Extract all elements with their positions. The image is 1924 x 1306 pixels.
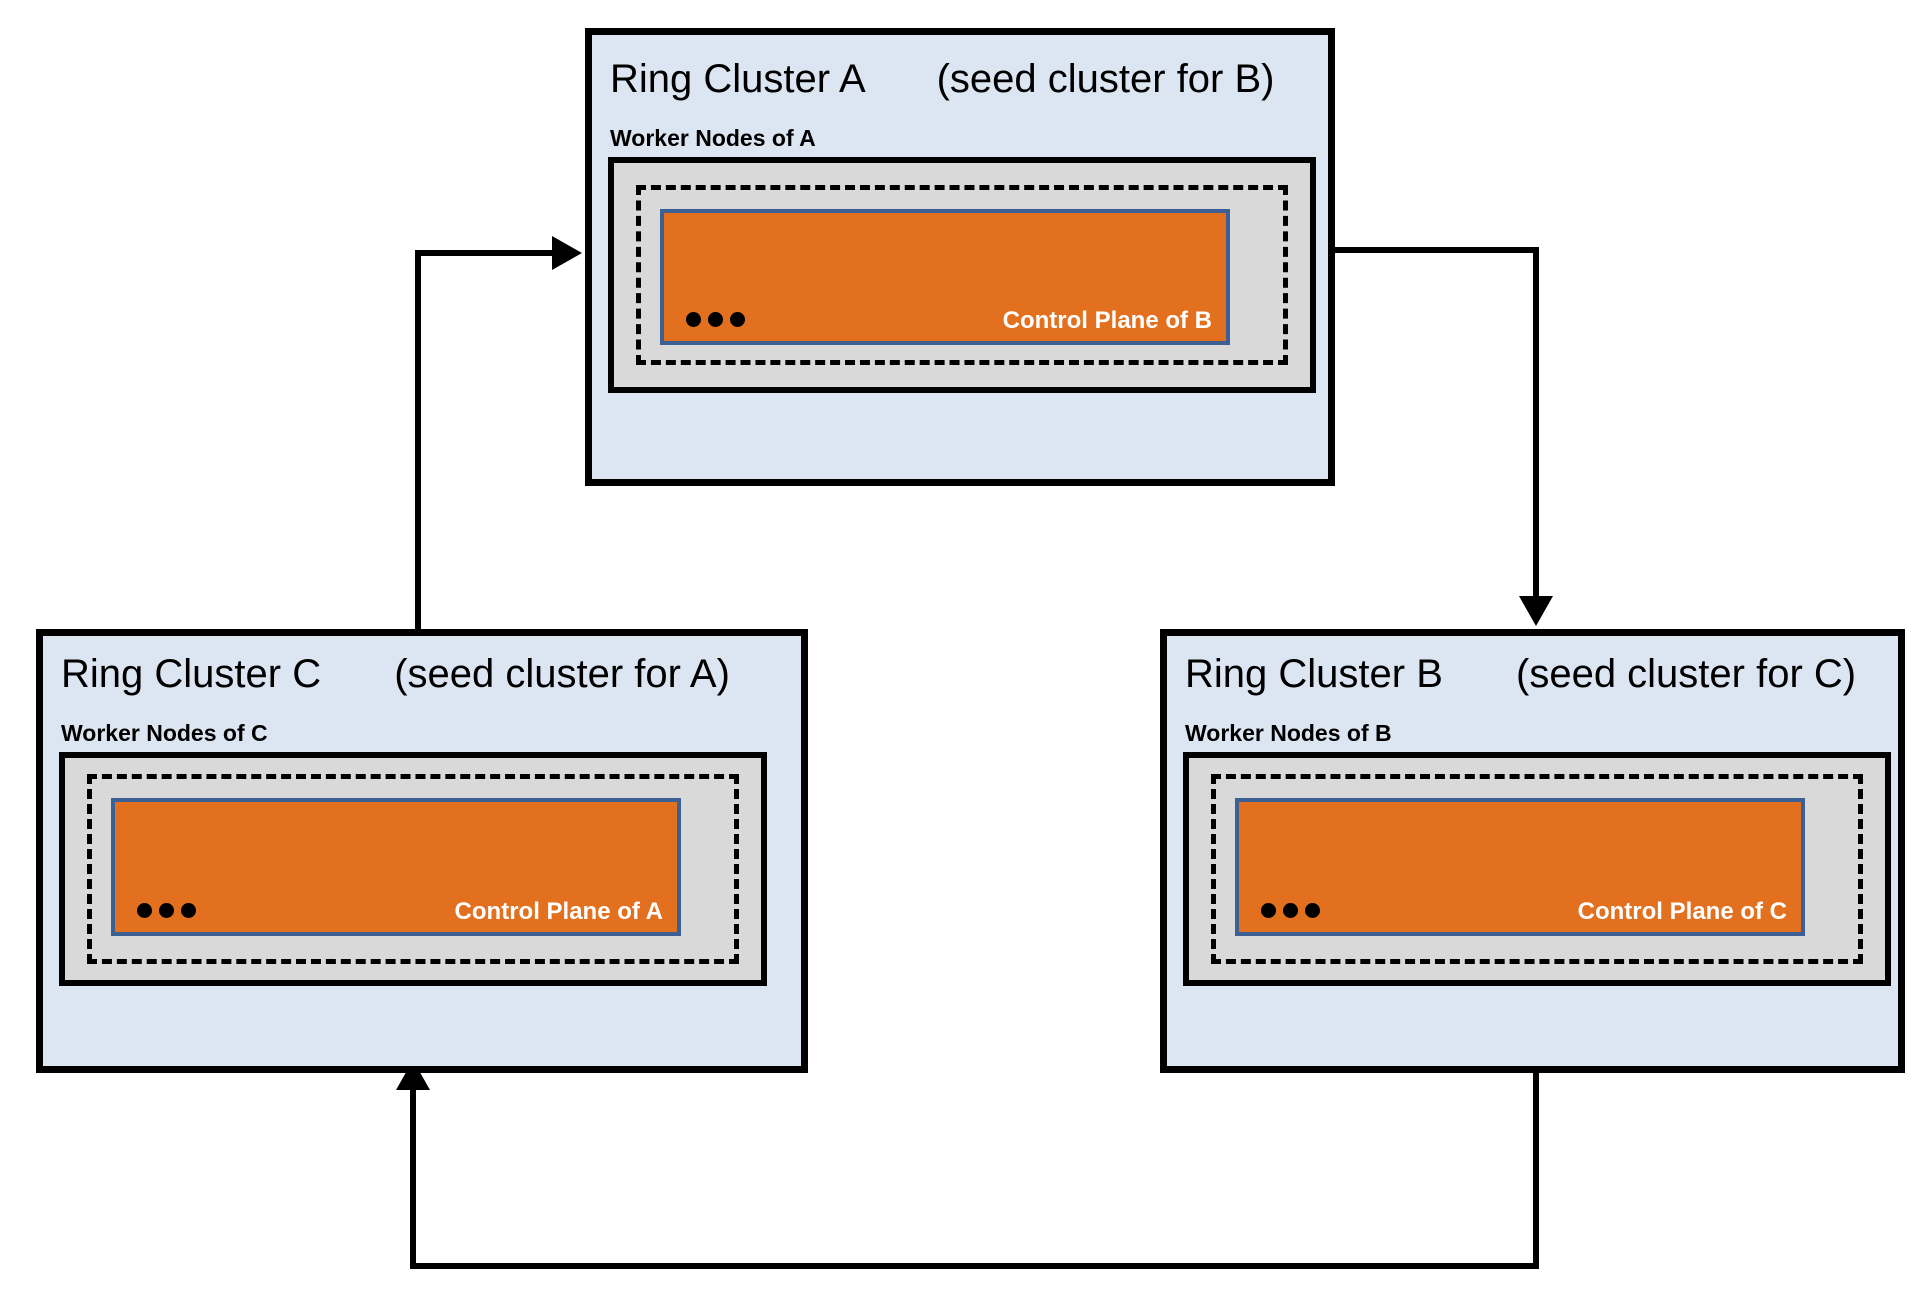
- cluster-b-worker-label: Worker Nodes of B: [1185, 720, 1392, 746]
- connector-c-to-a-vertical: [415, 253, 421, 629]
- cluster-a-control-plane[interactable]: Control Plane of B: [660, 209, 1230, 345]
- cluster-b-control-plane-label: Control Plane of C: [1577, 898, 1787, 925]
- cluster-a-worker-nodes-box[interactable]: Control Plane of B: [608, 157, 1316, 393]
- connector-b-to-c-vertical-left: [410, 1090, 416, 1269]
- cluster-b-control-plane[interactable]: Control Plane of C: [1235, 798, 1805, 936]
- cluster-b-dashed-boundary: [1211, 774, 1863, 964]
- connector-c-to-a-horizontal: [415, 250, 555, 256]
- cluster-a-ellipsis-dots: [686, 312, 745, 327]
- cluster-a-worker-label: Worker Nodes of A: [610, 125, 816, 151]
- connector-b-to-c-vertical-right: [1533, 1073, 1539, 1269]
- connector-a-to-b-vertical: [1533, 247, 1539, 599]
- cluster-b[interactable]: Ring Cluster B (seed cluster for C) Work…: [1160, 629, 1905, 1073]
- cluster-a-dashed-boundary: [636, 185, 1288, 365]
- cluster-c-name: Ring Cluster C: [61, 652, 322, 696]
- cluster-a[interactable]: Ring Cluster A (seed cluster for B) Work…: [585, 28, 1335, 486]
- connector-a-to-b-horizontal: [1335, 247, 1539, 253]
- cluster-c-ellipsis-dots: [137, 903, 196, 918]
- cluster-b-name: Ring Cluster B: [1185, 652, 1443, 696]
- cluster-b-ellipsis-dots: [1261, 903, 1320, 918]
- cluster-b-title: Ring Cluster B (seed cluster for C): [1185, 652, 1856, 697]
- cluster-c-dashed-boundary: [87, 774, 739, 964]
- cluster-b-worker-nodes-box[interactable]: Control Plane of C: [1183, 752, 1891, 986]
- cluster-c-worker-nodes-box[interactable]: Control Plane of A: [59, 752, 767, 986]
- cluster-c-control-plane-label: Control Plane of A: [454, 898, 663, 925]
- cluster-c-worker-label: Worker Nodes of C: [61, 720, 268, 746]
- arrowhead-into-cluster-b: [1519, 596, 1553, 626]
- cluster-c-control-plane[interactable]: Control Plane of A: [111, 798, 681, 936]
- cluster-a-control-plane-label: Control Plane of B: [1002, 307, 1212, 334]
- cluster-a-title: Ring Cluster A (seed cluster for B): [610, 57, 1274, 102]
- cluster-b-seed-note: (seed cluster for C): [1516, 652, 1857, 696]
- cluster-c-title: Ring Cluster C (seed cluster for A): [61, 652, 730, 697]
- cluster-c-seed-note: (seed cluster for A): [394, 652, 730, 696]
- cluster-a-seed-note: (seed cluster for B): [936, 57, 1275, 101]
- arrowhead-into-cluster-a: [552, 236, 582, 270]
- cluster-c[interactable]: Ring Cluster C (seed cluster for A) Work…: [36, 629, 808, 1073]
- connector-b-to-c-horizontal: [410, 1263, 1539, 1269]
- cluster-a-name: Ring Cluster A: [610, 57, 864, 101]
